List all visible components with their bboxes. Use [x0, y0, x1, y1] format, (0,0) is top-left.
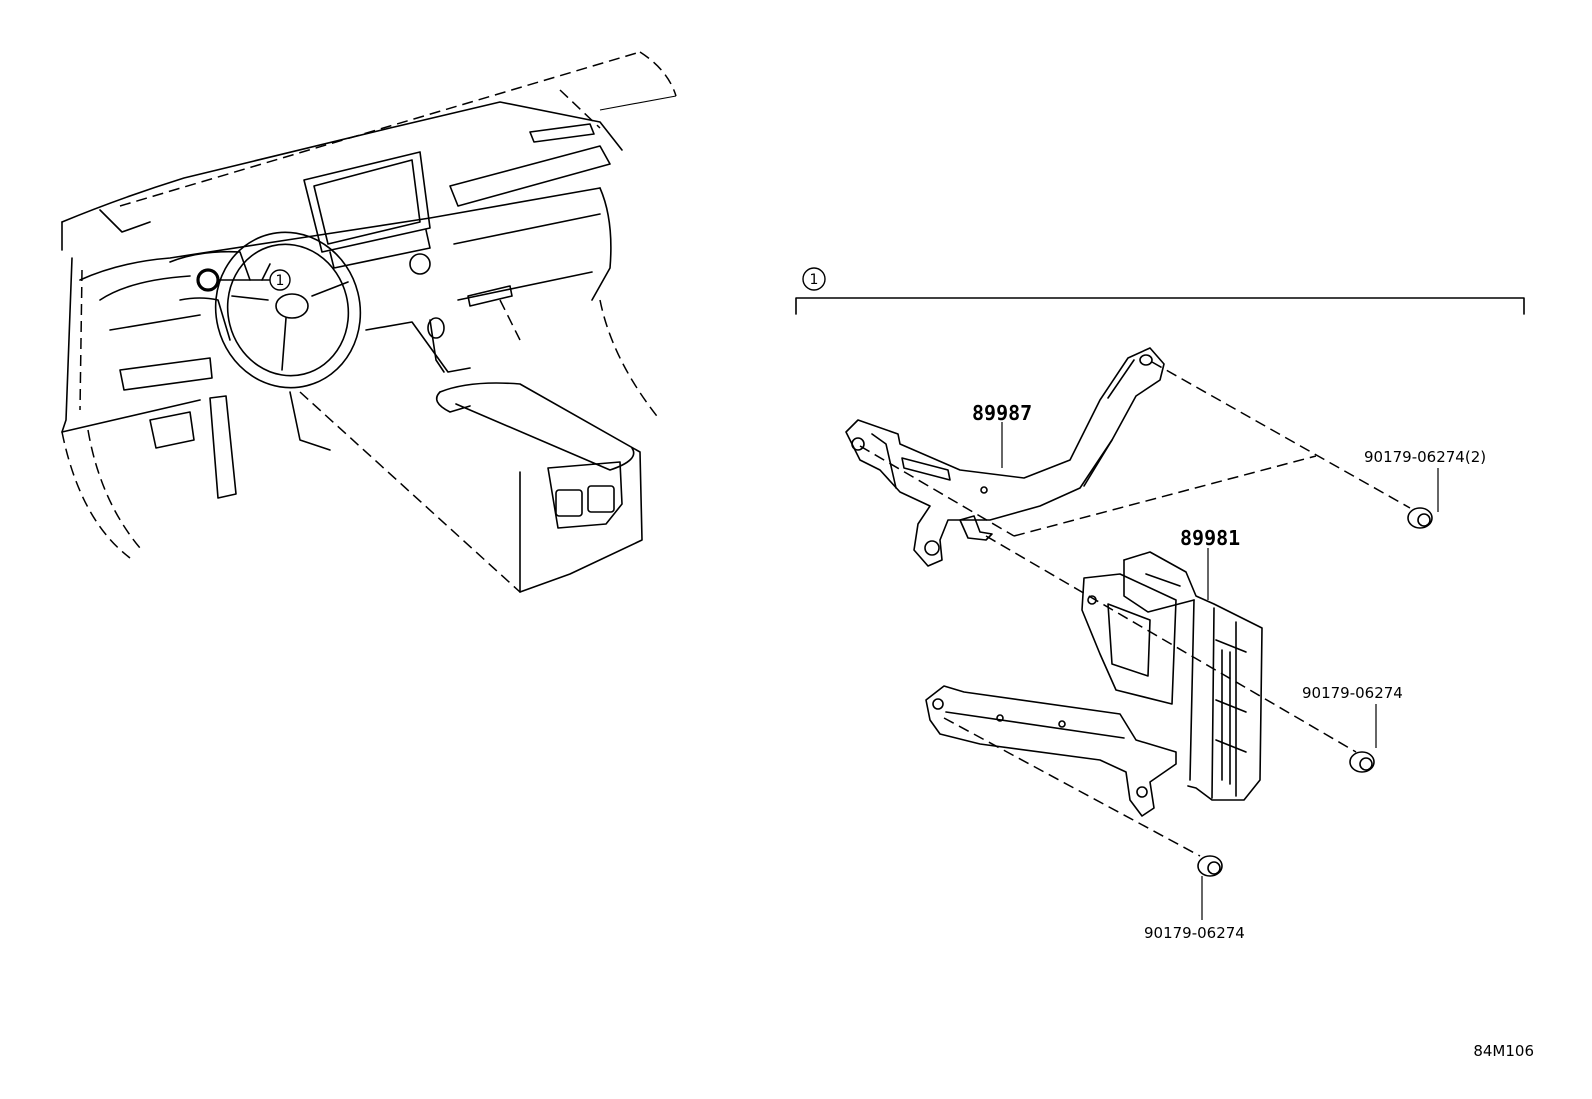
nut-upper-right: 90179-06274(2): [1364, 448, 1486, 529]
ref-number-dash: 1: [276, 273, 285, 289]
assembly-bracket-line: [795, 297, 1525, 315]
module-89981: 89981: [1081, 526, 1263, 801]
location-marker: 1: [196, 268, 291, 292]
nut-middle-right: 90179-06274: [1302, 684, 1403, 773]
ref-circle-assembly: [802, 267, 826, 291]
lower-bracket: [925, 685, 1177, 817]
label-90179-06274-bottom: 90179-06274: [1144, 924, 1245, 942]
assembly-bracket-group: 1: [795, 267, 1525, 315]
label-90179-06274-2: 90179-06274(2): [1364, 448, 1486, 466]
label-89987: 89987: [972, 401, 1032, 425]
dashboard-illustration: [61, 51, 677, 593]
assembly-guide-lines: [859, 361, 1411, 857]
illustration-code: 84M106: [1473, 1042, 1534, 1060]
ref-number-assembly: 1: [810, 272, 819, 288]
label-90179-06274-mid: 90179-06274: [1302, 684, 1403, 702]
upper-bracket-89987: 89987: [845, 347, 1165, 567]
ref-circle-dash: [269, 269, 291, 291]
label-89981: 89981: [1180, 526, 1240, 550]
nut-bottom: 90179-06274: [1144, 855, 1245, 942]
